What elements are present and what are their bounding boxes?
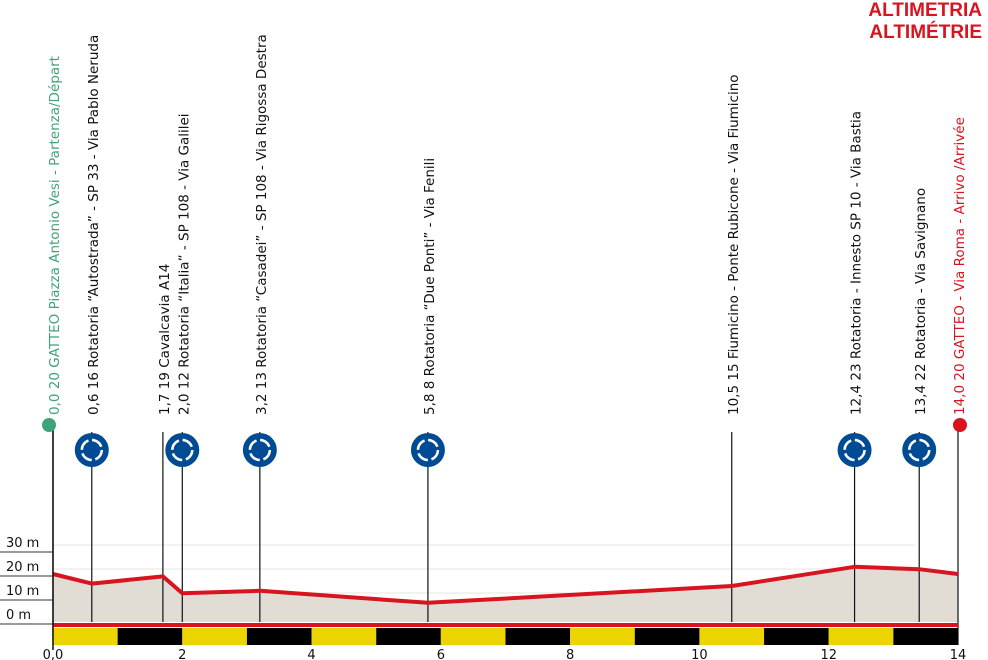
title-line-1: ALTIMETRIA bbox=[868, 0, 982, 21]
waypoint-label: 1,7 19 Cavalcavia A14 bbox=[157, 264, 173, 415]
km-band-segment bbox=[376, 628, 441, 645]
roundabout-icon bbox=[74, 433, 109, 467]
waypoint-altitude: 19 bbox=[157, 368, 173, 389]
roundabout-icon bbox=[902, 433, 937, 467]
waypoint-altitude: 16 bbox=[86, 368, 102, 389]
km-band-segment bbox=[117, 628, 183, 645]
y-tick-label: 30 m bbox=[6, 536, 39, 551]
waypoint-altitude: 20 bbox=[952, 359, 968, 380]
waypoint-label: 10,5 15 Fiumicino - Ponte Rubicone - Via… bbox=[726, 74, 742, 415]
waypoint-description: GATTEO Piazza Antonio Vesi - Partenza/Dé… bbox=[47, 56, 63, 368]
waypoint-altitude: 23 bbox=[849, 359, 865, 380]
waypoint-altitude: 15 bbox=[726, 359, 742, 380]
km-band-segment bbox=[311, 628, 377, 645]
waypoint-km: 10,5 bbox=[726, 381, 742, 415]
km-band-segment bbox=[440, 628, 506, 645]
start-dot bbox=[42, 418, 56, 432]
roundabout-arrows-icon bbox=[80, 438, 104, 462]
waypoint-description: Rotatoria - Via Savignano bbox=[913, 188, 929, 359]
km-band-segment bbox=[634, 628, 700, 645]
waypoint-km: 2,0 bbox=[176, 389, 192, 415]
waypoint-altitude: 8 bbox=[422, 376, 438, 389]
x-tick-label: 4 bbox=[307, 648, 315, 660]
roundabout-icon bbox=[410, 433, 445, 467]
waypoint-altitude: 20 bbox=[47, 368, 63, 389]
waypoint-km: 0,6 bbox=[86, 389, 102, 415]
waypoint-description: Rotatoria “Autostrada” - SP 33 - Via Pab… bbox=[86, 35, 102, 368]
x-tick-label: 12 bbox=[820, 648, 837, 660]
waypoint-km: 3,2 bbox=[254, 389, 270, 415]
roundabout-icon bbox=[242, 433, 277, 467]
roundabout-arrows-icon bbox=[843, 438, 866, 462]
waypoint-km: 0,0 bbox=[47, 389, 63, 415]
waypoint-description: Rotatoria - Innesto SP 10 - Via Bastia bbox=[849, 111, 865, 359]
km-band-segment bbox=[246, 628, 312, 645]
x-tick-label: 0,0 bbox=[43, 648, 64, 660]
waypoint-description: Rotatoria “Casadei” - SP 108 - Via Rigos… bbox=[254, 34, 270, 368]
waypoint-description: Rotatoria “Italia” - SP 108 - Via Galile… bbox=[176, 113, 192, 367]
roundabout-icon bbox=[165, 433, 200, 467]
roundabout-icon bbox=[837, 433, 872, 467]
waypoint-altitude: 22 bbox=[913, 359, 929, 380]
km-band-segment bbox=[893, 628, 958, 645]
profile-line bbox=[52, 564, 959, 605]
finish-dot bbox=[953, 418, 967, 432]
waypoint-label: 2,0 12 Rotatoria “Italia” - SP 108 - Via… bbox=[176, 113, 192, 415]
roundabout-arrows-icon bbox=[416, 438, 440, 462]
waypoint-altitude: 13 bbox=[254, 368, 270, 389]
waypoint-description: Fiumicino - Ponte Rubicone - Via Fiumici… bbox=[726, 74, 742, 359]
roundabout-arrows-icon bbox=[171, 438, 194, 462]
waypoint-description: Rotatoria “Due Ponti” - Via Fenili bbox=[422, 158, 438, 377]
waypoint-label: 0,6 16 Rotatoria “Autostrada” - SP 33 - … bbox=[86, 35, 102, 415]
y-tick-label: 0 m bbox=[6, 608, 31, 623]
km-band-segment bbox=[570, 628, 635, 645]
waypoint-label: 14,0 20 GATTEO - Via Roma - Arrivo /Arri… bbox=[952, 117, 968, 415]
roundabout-arrows-icon bbox=[907, 438, 931, 462]
title-line-2: ALTIMÉTRIE bbox=[869, 22, 982, 43]
km-band-segment bbox=[699, 628, 765, 645]
km-band-segment bbox=[53, 628, 118, 645]
waypoint-label: 5,8 8 Rotatoria “Due Ponti” - Via Fenili bbox=[422, 158, 438, 415]
waypoint-label: 3,2 13 Rotatoria “Casadei” - SP 108 - Vi… bbox=[254, 34, 270, 415]
roundabout-arrows-icon bbox=[248, 438, 272, 462]
waypoint-km: 5,8 bbox=[422, 389, 438, 415]
waypoint-km: 12,4 bbox=[849, 381, 865, 415]
x-tick-label: 8 bbox=[566, 648, 574, 660]
waypoint-label: 12,4 23 Rotatoria - Innesto SP 10 - Via … bbox=[849, 111, 865, 415]
y-tick-label: 20 m bbox=[6, 560, 39, 575]
chart-title: ALTIMETRIA ALTIMÉTRIE bbox=[868, 0, 982, 44]
km-band-segment bbox=[828, 628, 894, 645]
km-band-segment bbox=[505, 628, 571, 645]
waypoint-km: 13,4 bbox=[913, 381, 929, 415]
x-tick-label: 6 bbox=[437, 648, 445, 660]
y-tick-label: 10 m bbox=[6, 584, 39, 599]
km-band-segment bbox=[764, 628, 829, 645]
x-tick-label: 14 bbox=[950, 648, 967, 660]
waypoint-description: Cavalcavia A14 bbox=[157, 264, 173, 368]
waypoint-km: 14,0 bbox=[952, 381, 968, 415]
x-tick-label: 2 bbox=[178, 648, 186, 660]
km-band-segment bbox=[182, 628, 247, 645]
waypoint-label: 0,0 20 GATTEO Piazza Antonio Vesi - Part… bbox=[47, 56, 63, 415]
waypoint-km: 1,7 bbox=[157, 389, 173, 415]
waypoint-description: GATTEO - Via Roma - Arrivo /Arrivée bbox=[952, 117, 968, 359]
x-tick-label: 10 bbox=[691, 648, 708, 660]
waypoint-altitude: 12 bbox=[176, 368, 192, 389]
waypoint-label: 13,4 22 Rotatoria - Via Savignano bbox=[913, 188, 929, 415]
